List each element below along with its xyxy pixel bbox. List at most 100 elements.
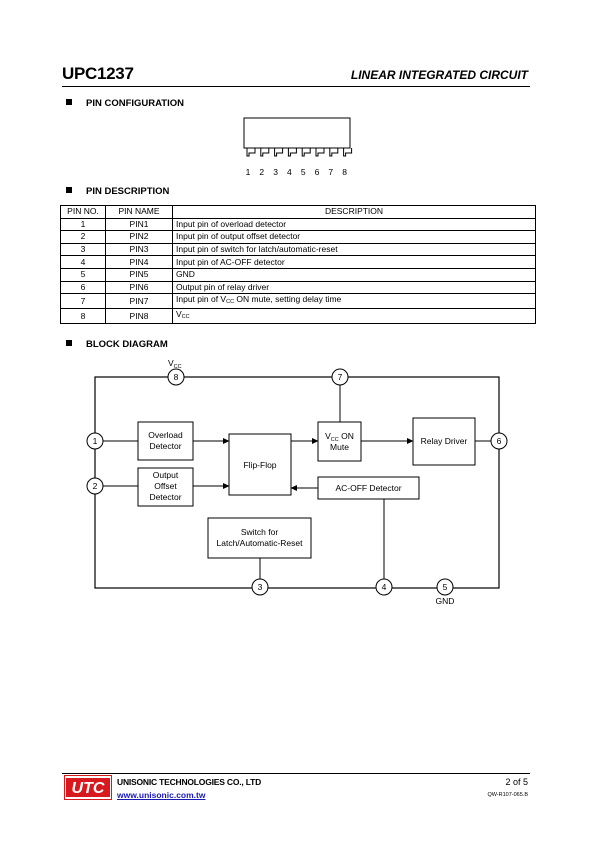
utc-logo: UTC [64,775,112,800]
pin-6-node: 6 [490,432,508,450]
pin-3-node: 3 [251,578,269,596]
pin-no-cell: 2 [60,230,106,244]
section-pin-description: PIN DESCRIPTION [66,186,169,197]
pin-2-node: 2 [86,477,104,495]
pin-1-node: 1 [86,432,104,450]
pin-no-cell: 4 [60,255,106,269]
bullet-icon [66,340,72,346]
ac-off-detector-block [317,476,420,500]
switch-latch-reset-block [207,517,312,559]
package-pin-label: 3 [273,167,278,177]
package-pins [246,148,353,157]
overload-label-line1: Overload [148,430,183,440]
svg-text:4: 4 [382,582,387,592]
package-pin-label: 6 [315,167,320,177]
output-offset-detector-block [137,467,194,507]
bullet-icon [66,187,72,193]
section-title: PIN DESCRIPTION [86,186,170,197]
description-cell: Output pin of relay driver [172,280,536,295]
package-pin-label: 1 [246,167,251,177]
description-text: Input pin of V [176,294,227,305]
description-cell: Input pin of switch for latch/automatic-… [172,242,536,257]
gnd-label: GND [436,596,455,606]
pin-name-cell: PIN6 [105,280,173,295]
svg-text:1: 1 [93,436,98,446]
overload-label-line2: Detector [149,441,181,451]
flip-flop-label: Flip-Flop [243,460,276,470]
block-diagram: VCC Overload Detector Output Offset Dete… [86,358,508,606]
svg-text:6: 6 [497,436,502,446]
vcc-on-mute-block [317,421,362,462]
switch-label-line1: Switch for [241,527,278,537]
table-header-row: PIN NO. PIN NAME DESCRIPTION [60,205,536,219]
pin-5-node: 5 [436,578,454,596]
description-subscript: CC [226,299,235,306]
column-header-pin-no: PIN NO. [60,205,106,219]
section-block-diagram: BLOCK DIAGRAM [66,339,168,350]
description-cell: VCC [172,308,536,325]
package-pin-label: 7 [328,167,333,177]
website-link[interactable]: www.unisonic.com.tw [117,790,206,800]
pin-7-node: 7 [331,368,349,386]
vcc-label: VCC [168,358,182,370]
relay-driver-label: Relay Driver [421,436,468,446]
switch-label-line2: Latch/Automatic-Reset [217,538,304,548]
pin-no-cell: 7 [60,293,106,310]
mute-label-line2: Mute [330,442,349,452]
section-title: PIN CONFIGURATION [86,98,184,109]
package-pin [329,148,339,157]
description-cell: Input pin of output offset detector [172,230,536,244]
document-title: LINEAR INTEGRATED CIRCUIT [350,68,528,82]
package-pin [260,148,270,157]
package-pin [246,148,256,157]
wires [103,385,491,579]
package-body [243,117,351,149]
offset-label-line3: Detector [149,492,181,502]
flip-flop-block [228,433,292,496]
package-pin [287,148,297,157]
svg-text:2: 2 [93,481,98,491]
description-text: V [176,309,182,320]
package-pin-label: 8 [342,167,347,177]
description-cell: Input pin of AC-OFF detector [172,255,536,269]
description-cell: Input pin of overload detector [172,217,536,232]
part-number: UPC1237 [62,64,134,83]
column-header-pin-name: PIN NAME [105,205,173,219]
pin-no-cell: 8 [60,308,106,325]
description-cell: GND [172,267,536,282]
pin-no-cell: 5 [60,267,106,282]
company-name: UNISONIC TECHNOLOGIES CO., LTD [117,777,262,787]
pin-no-cell: 1 [60,217,106,232]
pin-4-node: 4 [375,578,393,596]
pin-8-node: 8 [167,368,185,386]
ac-off-label: AC-OFF Detector [335,483,401,493]
offset-label-line1: Output [153,470,179,480]
package-pin [343,148,353,157]
package-pin [301,148,311,157]
header-rule [62,86,530,87]
svg-text:UTC: UTC [72,780,105,797]
page-number: 2 of 5 [505,777,528,787]
description-cell: Input pin of VCC ON mute, setting delay … [172,293,536,310]
section-pin-configuration: PIN CONFIGURATION [66,98,184,109]
relay-driver-block [412,417,476,466]
pin-name-cell: PIN8 [105,308,173,325]
package-pin [315,148,325,157]
pin-name-cell: PIN5 [105,267,173,282]
pin-name-cell: PIN2 [105,230,173,244]
svg-text:7: 7 [338,372,343,382]
package-pin-label: 4 [287,167,292,177]
column-header-description: DESCRIPTION [172,205,536,219]
description-text: ON mute, setting delay time [234,294,342,305]
footer-rule [62,773,530,774]
bullet-icon [66,99,72,105]
